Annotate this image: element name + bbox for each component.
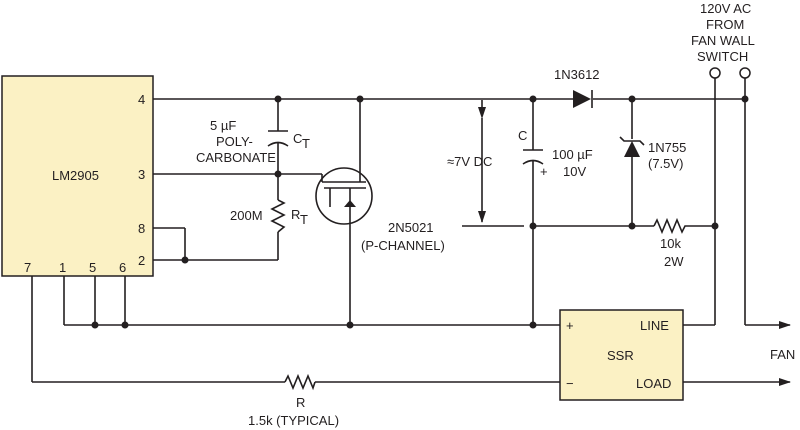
ic-pin-3: 3 [138, 167, 145, 182]
series-res-value: 1.5k (TYPICAL) [248, 413, 339, 428]
ssr-line: LINE [640, 318, 669, 333]
timing-resistor [270, 199, 286, 233]
ac-source-line4: SWITCH [697, 49, 748, 64]
lm2905-ic [1, 75, 154, 277]
ic-pin-8: 8 [138, 221, 145, 236]
ac-source-line3: FAN WALL [691, 33, 755, 48]
ac-source-line2: FROM [706, 17, 744, 32]
diode-part: 1N3612 [554, 67, 600, 82]
zener-part: 1N755 [648, 140, 686, 155]
mosfet-desc: (P-CHANNEL) [361, 238, 445, 253]
timing-res-value: 200M [230, 208, 263, 223]
ic-name: LM2905 [52, 168, 99, 183]
timing-res-ref: R [291, 207, 300, 222]
series-res-ref: R [296, 395, 305, 410]
zener-1n755 [619, 136, 645, 157]
filter-cap-voltage: 10V [563, 164, 586, 179]
junction-dots [91, 95, 749, 329]
ac-terminal-neutral [739, 67, 751, 79]
timing-cap-value-2: POLY- [216, 134, 253, 149]
timing-cap-value-3: CARBONATE [196, 150, 276, 165]
fan-label: FAN [770, 347, 795, 362]
filter-cap-value: 100 µF [552, 147, 593, 162]
timing-capacitor [267, 130, 289, 147]
ssr-minus: − [566, 376, 574, 391]
ic-pin-7: 7 [24, 260, 31, 275]
mosfet-2n5021 [315, 160, 373, 225]
ssr-plus: + [566, 318, 574, 333]
ic-pin-1: 1 [59, 260, 66, 275]
wires [31, 78, 745, 383]
timing-cap-value-1: 5 µF [210, 118, 236, 133]
filter-capacitor [522, 149, 544, 165]
zener-rating: (7.5V) [648, 156, 683, 171]
series-resistor [284, 373, 316, 391]
ic-pin-2: 2 [138, 253, 145, 268]
ssr-load: LOAD [636, 376, 671, 391]
filter-cap-ref: C [518, 128, 527, 143]
timing-cap-ref: C [293, 131, 302, 146]
ic-pin-4: 4 [138, 92, 145, 107]
dropping-res-value: 10k [660, 236, 681, 251]
ic-pin-6: 6 [119, 260, 126, 275]
mosfet-part: 2N5021 [388, 220, 434, 235]
ssr-name: SSR [607, 348, 634, 363]
diode-1n3612 [573, 90, 593, 108]
filter-cap-polarity: + [540, 164, 548, 179]
supply-voltage-label: ≈7V DC [447, 154, 492, 169]
dropping-resistor [653, 217, 688, 235]
timing-cap-ref-sub: T [302, 136, 310, 151]
ac-terminal-line [709, 67, 721, 79]
timing-res-ref-sub: T [300, 212, 308, 227]
ac-source-line1: 120V AC [700, 1, 751, 16]
ssr-box [559, 309, 684, 401]
ic-pin-5: 5 [89, 260, 96, 275]
dropping-res-power: 2W [664, 254, 684, 269]
